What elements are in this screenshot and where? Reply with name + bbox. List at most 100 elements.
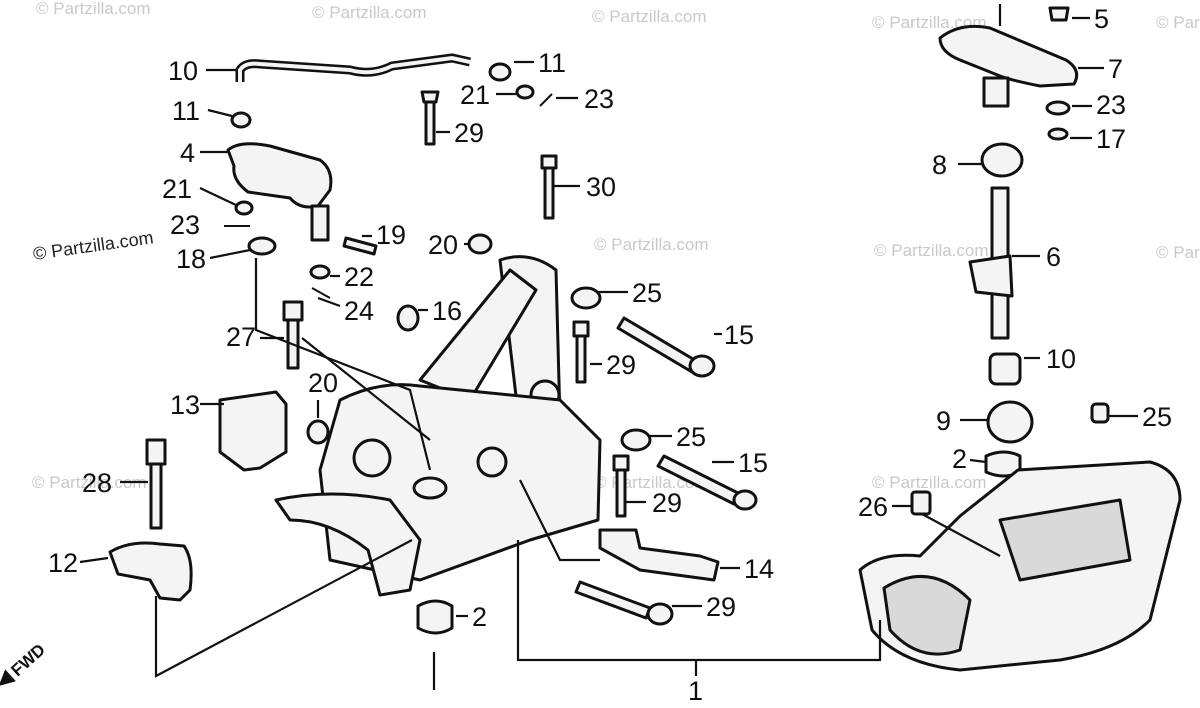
- leader-line: [254, 258, 432, 471]
- mount-boss-part: [476, 446, 508, 478]
- callout-24: 25: [1142, 402, 1172, 432]
- nut-part: [467, 233, 493, 255]
- bolt-head-part: [612, 454, 630, 472]
- callout-12: 12: [48, 548, 78, 578]
- watermark: © Partzilla.com: [594, 235, 709, 254]
- bolt-shank-part: [575, 334, 587, 384]
- pin-part: [539, 93, 553, 107]
- bolt-part: [574, 580, 652, 620]
- nut-part: [230, 111, 252, 129]
- callout-7: 8: [932, 150, 947, 180]
- spring-part: [980, 142, 1024, 178]
- rubber-part: [306, 419, 330, 445]
- callout-15: 15: [738, 448, 768, 478]
- callout-21: 21: [460, 80, 490, 110]
- bolt-part: [342, 236, 378, 256]
- watermark: © Partzilla.com: [312, 3, 427, 22]
- callout-25: 25: [632, 278, 662, 308]
- dowel-part: [1090, 402, 1110, 424]
- shaft-plate-part: [968, 254, 1014, 298]
- crankcase-assembly: [274, 255, 602, 597]
- collar-part: [247, 236, 277, 256]
- callout-16: 16: [432, 296, 462, 326]
- leader-line: [154, 539, 413, 678]
- nut-part: [646, 602, 674, 626]
- washer-part: [1045, 100, 1071, 116]
- callout-14: 14: [744, 554, 774, 584]
- callout-4: 5: [1094, 4, 1109, 34]
- nut-part: [732, 489, 758, 511]
- mount-boss-part: [412, 476, 448, 500]
- bolt-head-part: [420, 90, 440, 104]
- callout-11: 11: [172, 96, 200, 126]
- nut-part: [488, 62, 512, 82]
- watermark: © Partzilla.com: [1156, 243, 1200, 262]
- callout-6: 7: [1108, 54, 1123, 84]
- watermark: © Partzilla.com: [1156, 13, 1200, 32]
- leader-line: [199, 187, 239, 207]
- leader-line: [209, 248, 251, 260]
- callout-10: 10: [168, 56, 198, 86]
- collar-part: [988, 352, 1022, 386]
- callout-2: 2: [472, 602, 487, 632]
- callout-20: 20: [308, 368, 338, 398]
- leader-line: [79, 556, 109, 564]
- callout-21: 21: [162, 174, 192, 204]
- callout-23: 23: [170, 210, 200, 240]
- leader-line: [921, 513, 1001, 557]
- pin-part: [311, 287, 331, 299]
- callout-27: 28: [82, 468, 112, 498]
- bolt-head-part: [572, 320, 590, 338]
- washer-part: [515, 84, 535, 100]
- callout-1: 1: [688, 676, 703, 706]
- leader-line: [301, 337, 431, 441]
- leader-line: [969, 458, 987, 464]
- bracket-part: [218, 390, 288, 472]
- bolt-head-part: [282, 300, 304, 322]
- bolt-shank-part: [615, 468, 627, 518]
- leader-line: [516, 540, 882, 662]
- callout-23: 23: [584, 84, 614, 114]
- callout-29: 29: [606, 350, 636, 380]
- collar-part: [620, 428, 652, 452]
- watermark: © Partzilla.com: [592, 7, 707, 26]
- pipe-part-inner: [238, 55, 471, 82]
- collar-part: [910, 490, 932, 516]
- callout-5: 6: [1046, 242, 1061, 272]
- crankcase-part: [318, 383, 602, 582]
- callout-19: 19: [376, 220, 406, 250]
- fwd-label: FWD: [7, 640, 48, 680]
- mount-boss-part: [352, 438, 392, 478]
- callout-18: 18: [176, 244, 206, 274]
- bracket-part: [226, 142, 333, 209]
- bracket-part: [598, 528, 720, 582]
- bearing-half-part: [882, 575, 972, 656]
- clamp-part: [108, 541, 193, 602]
- spring-part: [986, 400, 1034, 444]
- watermark: © Partzilla.com: [872, 473, 987, 492]
- callout-26: 27: [226, 322, 256, 352]
- fwd-arrow-icon: [0, 669, 16, 687]
- callout-21: 22: [344, 262, 374, 292]
- clip-part: [1047, 127, 1069, 141]
- leader-line: [317, 296, 341, 308]
- callout-2: 2: [952, 444, 967, 474]
- bolt-shank-part: [543, 166, 555, 220]
- fwd-indicator: FWD: [0, 640, 49, 687]
- arm-boss-part: [982, 76, 1010, 108]
- cap-part: [416, 599, 454, 635]
- pan-well-part: [998, 498, 1132, 582]
- callout-11: 11: [538, 48, 566, 78]
- bolt-head-part: [1048, 6, 1070, 22]
- watermark: © Partzilla.com: [36, 0, 151, 18]
- watermark: © Partzilla.com: [874, 241, 989, 260]
- callout-17: 17: [1096, 124, 1126, 154]
- callout-13: 13: [170, 390, 200, 420]
- callout-3: 4: [180, 138, 195, 168]
- nut-part: [688, 354, 716, 378]
- washer-part: [234, 200, 254, 216]
- callout-29: 29: [652, 488, 682, 518]
- callout-25: 25: [676, 422, 706, 452]
- watermark-layer: © Partzilla.com © Partzilla.com © Partzi…: [32, 0, 1200, 492]
- callout-28: 29: [706, 592, 736, 622]
